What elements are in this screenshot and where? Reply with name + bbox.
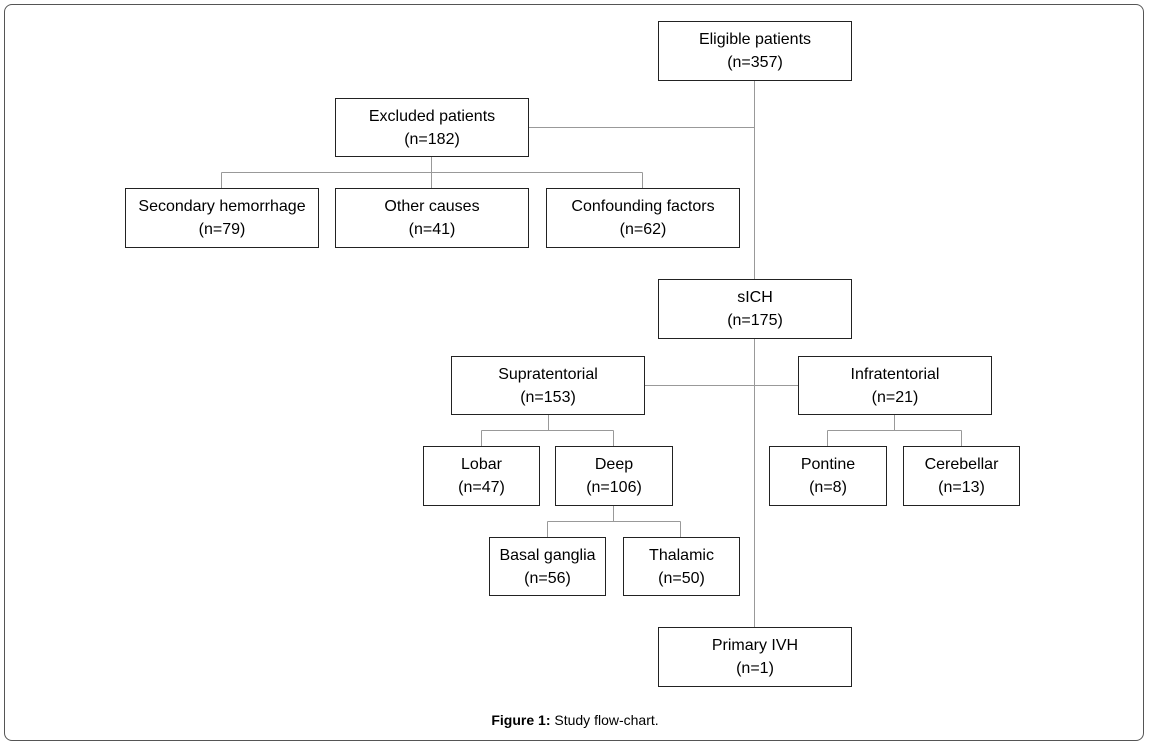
figure-caption: Figure 1: Study flow-chart. (0, 712, 1150, 728)
node-label: Thalamic (649, 546, 714, 564)
caption-label: Figure 1: (491, 712, 551, 728)
node-label: Excluded patients (368, 107, 496, 125)
node-count: (n=50) (658, 569, 705, 587)
node-count: (n=8) (809, 479, 847, 496)
node-label: Primary IVH (711, 637, 799, 654)
node-count: (n=153) (520, 388, 576, 406)
node-label: Infratentorial (850, 365, 940, 383)
node-sich: sICH (n=175) (658, 279, 852, 339)
node-supratentorial: Supratentorial (n=153) (451, 356, 645, 415)
node-label: Deep (594, 456, 634, 473)
node-thalamic: Thalamic (n=50) (623, 537, 740, 596)
node-label: Pontine (800, 456, 856, 473)
node-count: (n=182) (404, 130, 460, 148)
caption-text: Study flow-chart. (550, 712, 659, 728)
node-label: Lobar (461, 456, 502, 473)
node-label: sICH (737, 289, 773, 306)
node-label: Cerebellar (924, 456, 999, 473)
node-eligible-patients: Eligible patients (n=357) (658, 21, 852, 81)
node-count: (n=41) (408, 221, 456, 238)
node-count: (n=62) (619, 221, 667, 238)
node-count: (n=13) (938, 479, 985, 496)
figure-frame (4, 4, 1144, 741)
node-excluded-patients: Excluded patients (n=182) (335, 98, 529, 157)
node-label: Basal ganglia (499, 546, 596, 564)
node-label: Confounding factors (571, 198, 715, 215)
node-count: (n=175) (727, 312, 783, 329)
node-confounding-factors: Confounding factors (n=62) (546, 188, 740, 248)
node-label: Other causes (384, 198, 480, 215)
node-cerebellar: Cerebellar (n=13) (903, 446, 1020, 506)
node-primary-ivh: Primary IVH (n=1) (658, 627, 852, 687)
node-label: Secondary hemorrhage (138, 198, 306, 215)
node-count: (n=21) (871, 388, 919, 406)
node-count: (n=106) (586, 479, 642, 496)
node-deep: Deep (n=106) (555, 446, 673, 506)
node-secondary-hemorrhage: Secondary hemorrhage (n=79) (125, 188, 319, 248)
node-label: Eligible patients (698, 31, 812, 48)
node-count: (n=47) (458, 479, 505, 496)
node-count: (n=357) (727, 54, 783, 71)
node-infratentorial: Infratentorial (n=21) (798, 356, 992, 415)
node-lobar: Lobar (n=47) (423, 446, 540, 506)
node-pontine: Pontine (n=8) (769, 446, 887, 506)
node-label: Supratentorial (498, 365, 598, 383)
node-count: (n=56) (524, 569, 571, 587)
node-basal-ganglia: Basal ganglia (n=56) (489, 537, 606, 596)
node-count: (n=1) (736, 660, 774, 677)
node-count: (n=79) (198, 221, 246, 238)
node-other-causes: Other causes (n=41) (335, 188, 529, 248)
